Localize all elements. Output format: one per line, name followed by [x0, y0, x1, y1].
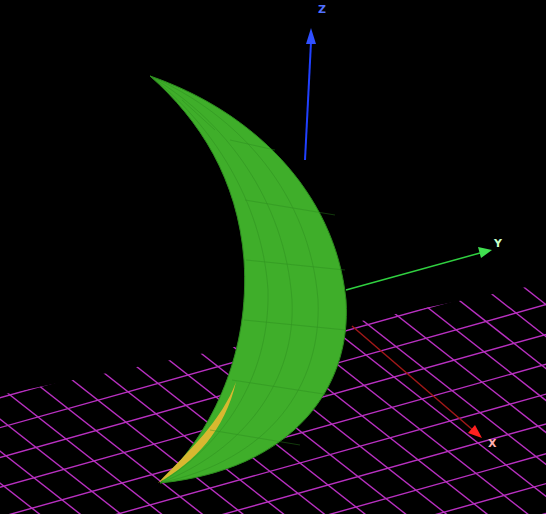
grid-line — [494, 200, 546, 514]
x-axis-arrow — [468, 425, 482, 438]
surface — [150, 76, 346, 483]
grid-line — [314, 250, 546, 514]
y-axis-line — [346, 253, 480, 290]
z-axis-line — [305, 42, 311, 160]
grid-line — [344, 242, 546, 514]
z-axis-arrow — [306, 28, 316, 44]
grid-line — [18, 441, 546, 514]
x-axis-label: X — [488, 438, 496, 449]
surface-mesh — [150, 76, 346, 483]
floor-grid — [0, 67, 546, 514]
z-axis-label: Z — [318, 4, 326, 15]
grid-line — [0, 343, 432, 514]
y-axis-label: Y — [494, 238, 502, 249]
y-axis-arrow — [478, 247, 492, 258]
x-axis-line — [352, 326, 474, 431]
grid-line — [46, 463, 546, 514]
grid-line — [74, 485, 546, 514]
grid-line — [524, 191, 546, 514]
